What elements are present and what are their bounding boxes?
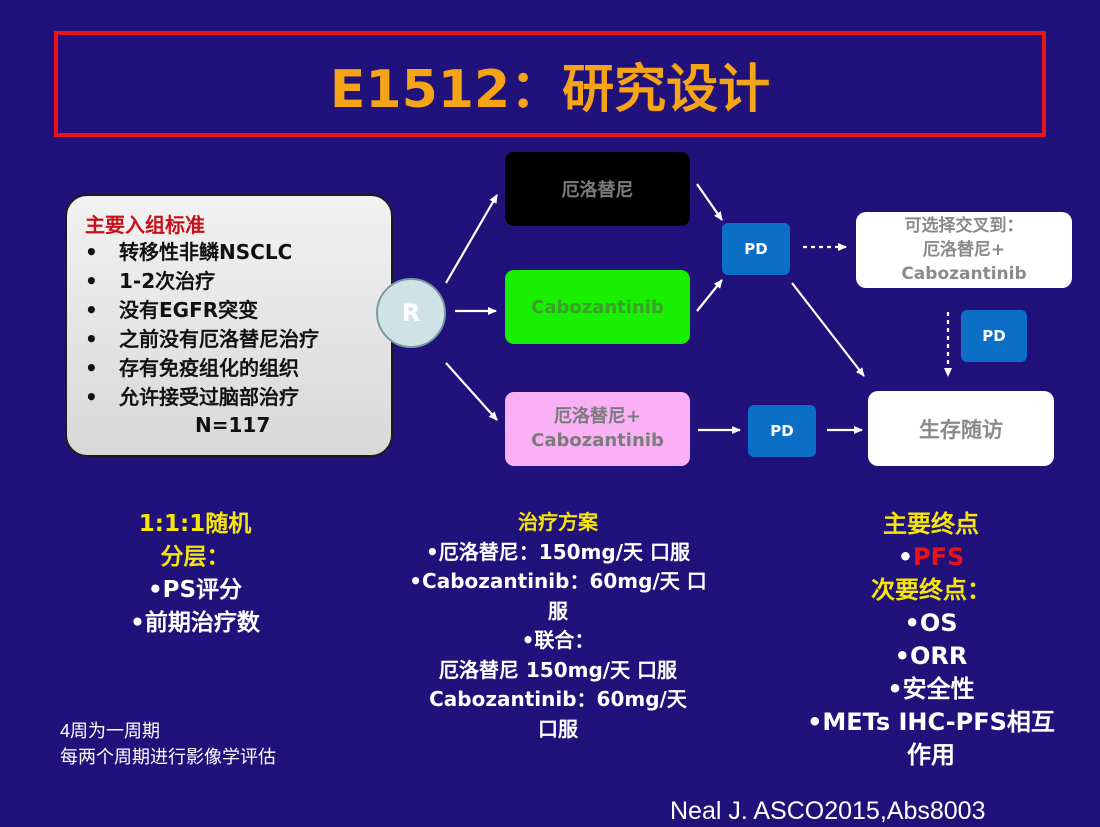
sample-size: N=117 xyxy=(195,413,271,437)
note-line: 每两个周期进行影像学评估 xyxy=(60,747,276,767)
crossover-line3: Cabozantinib xyxy=(901,264,1027,284)
secondary-endpoint-item: •ORR xyxy=(894,642,968,670)
primary-endpoint-bullet: • xyxy=(897,543,914,571)
regimen-line: •Cabozantinib：60mg/天 口 xyxy=(409,569,707,593)
randomization-node: R xyxy=(376,278,446,348)
arm-combination: 厄洛替尼+ Cabozantinib xyxy=(505,392,690,466)
arrow-r-to-arm3 xyxy=(445,362,498,421)
randomization-info: 1:1:1随机 分层： •PS评分 •前期治疗数 xyxy=(90,508,300,640)
stratification-label: 分层： xyxy=(160,544,230,570)
pd-node-bottom: PD xyxy=(748,405,816,457)
primary-endpoint-label: 主要终点 xyxy=(883,510,979,538)
regimen-line: •联合： xyxy=(521,628,595,652)
endpoints-info: 主要终点 •PFS 次要终点： •OS •ORR •安全性 •METs IHC-… xyxy=(802,508,1060,772)
secondary-endpoint-item: 作用 xyxy=(907,741,955,769)
regimen-line: 口服 xyxy=(538,716,578,741)
criteria-heading: 主要入组标准 xyxy=(85,213,205,237)
criteria-item: 存有免疫组化的组织 xyxy=(85,354,381,383)
criteria-item: 之前没有厄洛替尼治疗 xyxy=(85,325,381,354)
regimen-line: 服 xyxy=(548,598,568,623)
regimen-heading: 治疗方案 xyxy=(518,510,598,534)
primary-endpoint-value: PFS xyxy=(913,543,965,571)
title-frame: E1512：研究设计 xyxy=(54,31,1046,137)
crossover-line1: 可选择交叉到： xyxy=(904,216,1024,236)
cycle-notes: 4周为一周期 每两个周期进行影像学评估 xyxy=(60,718,390,770)
crossover-box: 可选择交叉到： 厄洛替尼+ Cabozantinib xyxy=(856,212,1072,288)
criteria-item: 没有EGFR突变 xyxy=(85,296,381,325)
pd-node-top: PD xyxy=(722,223,790,275)
secondary-endpoint-label: 次要终点： xyxy=(871,576,991,604)
crossover-line2: 厄洛替尼+ xyxy=(922,240,1006,260)
inclusion-criteria-box: 主要入组标准 转移性非鳞NSCLC 1-2次治疗 没有EGFR突变 之前没有厄洛… xyxy=(65,194,393,457)
criteria-item: 转移性非鳞NSCLC xyxy=(85,238,381,267)
arm-erlotinib: 厄洛替尼 xyxy=(505,152,690,226)
primary-endpoint: •PFS xyxy=(802,541,1060,574)
regimen-line: 厄洛替尼 150mg/天 口服 xyxy=(438,657,678,682)
arm-combination-line1: 厄洛替尼+ xyxy=(553,406,642,427)
secondary-endpoint-item: •安全性 xyxy=(887,675,975,703)
regimen-line: •厄洛替尼：150mg/天 口服 xyxy=(426,539,690,564)
stratification-item: •PS评分 xyxy=(147,577,243,603)
criteria-item: 1-2次治疗 xyxy=(85,267,381,296)
pd-node-crossover: PD xyxy=(961,310,1027,362)
criteria-list: 转移性非鳞NSCLC 1-2次治疗 没有EGFR突变 之前没有厄洛替尼治疗 存有… xyxy=(85,238,381,412)
arm-cabozantinib: Cabozantinib xyxy=(505,270,690,344)
arrow-r-to-arm1 xyxy=(445,194,498,284)
slide-title: E1512：研究设计 xyxy=(329,59,771,120)
arrow-pd-to-followup xyxy=(791,282,865,377)
survival-followup-box: 生存随访 xyxy=(868,391,1054,466)
arrow-arm2-to-pd xyxy=(696,279,723,312)
note-line: 4周为一周期 xyxy=(60,721,161,741)
stratification-item: •前期治疗数 xyxy=(130,610,260,636)
secondary-endpoint-item: •METs IHC-PFS相互 xyxy=(807,708,1055,736)
criteria-item: 允许接受过脑部治疗 xyxy=(85,383,381,412)
arm-combination-line2: Cabozantinib xyxy=(531,430,664,451)
regimen-line: Cabozantinib：60mg/天 xyxy=(429,687,687,711)
treatment-regimen: 治疗方案 •厄洛替尼：150mg/天 口服 •Cabozantinib：60mg… xyxy=(396,508,720,744)
randomization-ratio: 1:1:1随机 xyxy=(138,511,252,537)
secondary-endpoint-item: •OS xyxy=(904,609,958,637)
citation: Neal J. ASCO2015,Abs8003 xyxy=(670,797,986,825)
arrow-arm1-to-pd xyxy=(696,183,723,221)
